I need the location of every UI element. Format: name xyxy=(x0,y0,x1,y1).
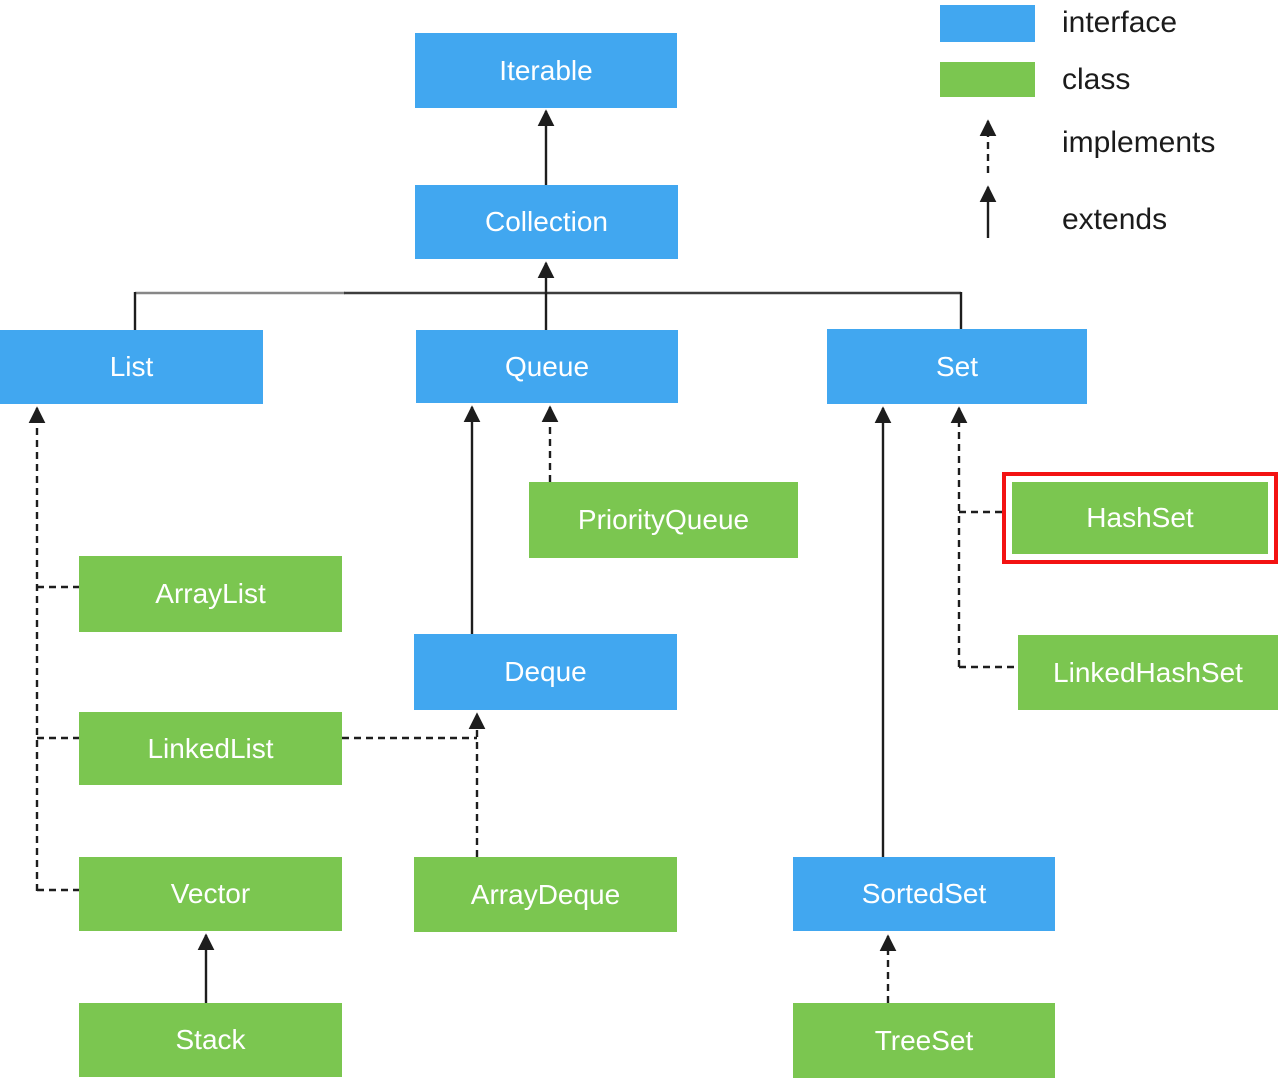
legend-interface-label: interface xyxy=(1062,6,1178,39)
node-stack: Stack xyxy=(79,1003,342,1077)
node-arraydeque: ArrayDeque xyxy=(414,857,677,932)
node-treeset: TreeSet xyxy=(793,1003,1055,1078)
legend-class-label: class xyxy=(1062,63,1131,96)
node-sortedset: SortedSet xyxy=(793,857,1055,931)
node-queue: Queue xyxy=(416,330,678,403)
node-arraylist: ArrayList xyxy=(79,556,342,632)
node-priorityqueue: PriorityQueue xyxy=(529,482,798,558)
node-linkedlist: LinkedList xyxy=(79,712,342,785)
highlight-box-hashset: HashSet xyxy=(1002,472,1278,564)
legend-implements-label: implements xyxy=(1062,126,1216,159)
node-collection: Collection xyxy=(415,185,678,259)
node-hashset: HashSet xyxy=(1012,482,1268,554)
node-linkedhashset: LinkedHashSet xyxy=(1018,635,1278,710)
node-set: Set xyxy=(827,329,1087,404)
node-iterable: Iterable xyxy=(415,33,677,108)
node-deque: Deque xyxy=(414,634,677,710)
legend-extends-label: extends xyxy=(1062,203,1168,236)
node-list: List xyxy=(0,330,263,404)
node-vector: Vector xyxy=(79,857,342,931)
legend-class-swatch xyxy=(940,62,1035,97)
legend-interface-swatch xyxy=(940,5,1035,42)
